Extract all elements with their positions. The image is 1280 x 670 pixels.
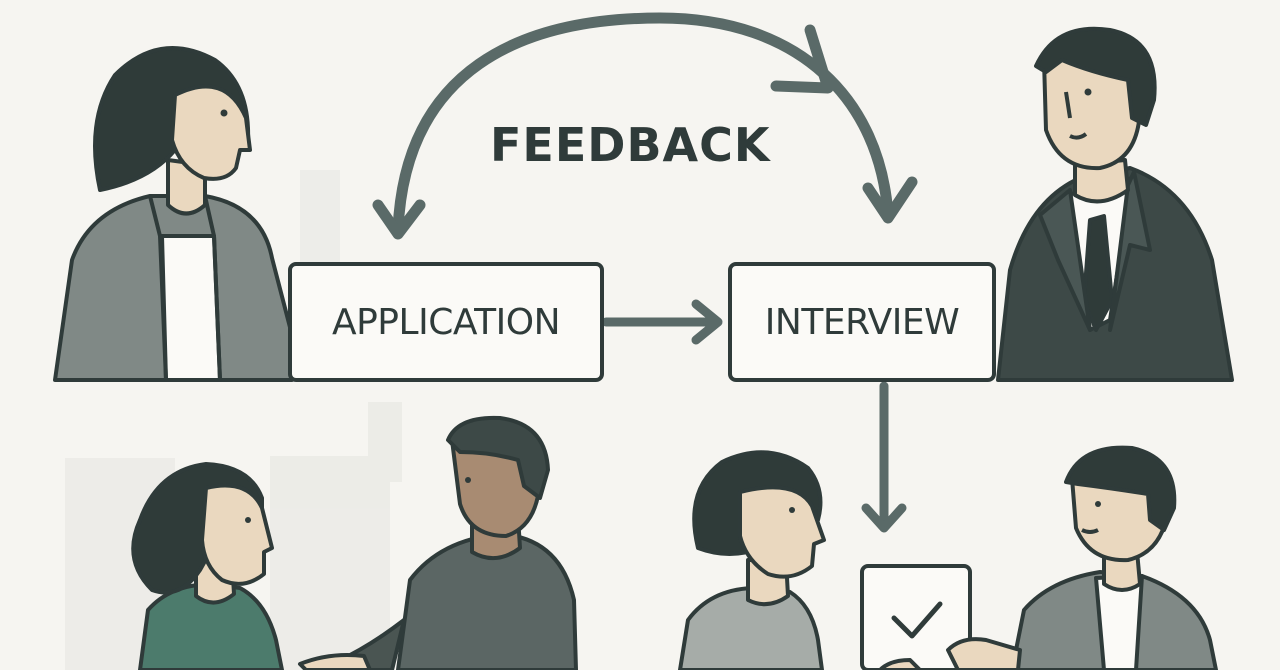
interview-box: INTERVIEW bbox=[728, 262, 996, 382]
application-label: APPLICATION bbox=[331, 301, 561, 343]
feedback-label: FEEDBACK bbox=[490, 118, 771, 172]
application-box: APPLICATION bbox=[288, 262, 604, 382]
candidate-woman-figure bbox=[53, 46, 294, 382]
handshake-woman-figure bbox=[131, 462, 284, 670]
offer-document bbox=[860, 564, 972, 670]
check-icon bbox=[891, 601, 943, 639]
application-to-interview-arrow bbox=[601, 299, 723, 345]
interview-label: INTERVIEW bbox=[764, 301, 960, 343]
interview-to-offer-arrow bbox=[861, 381, 907, 533]
candidate-woman-2-figure bbox=[678, 450, 826, 670]
handshake-man-figure bbox=[298, 415, 578, 670]
feedback-arrow bbox=[372, 12, 918, 240]
interviewer-man-figure bbox=[996, 26, 1234, 382]
interviewer-man-2-figure bbox=[878, 445, 1218, 670]
